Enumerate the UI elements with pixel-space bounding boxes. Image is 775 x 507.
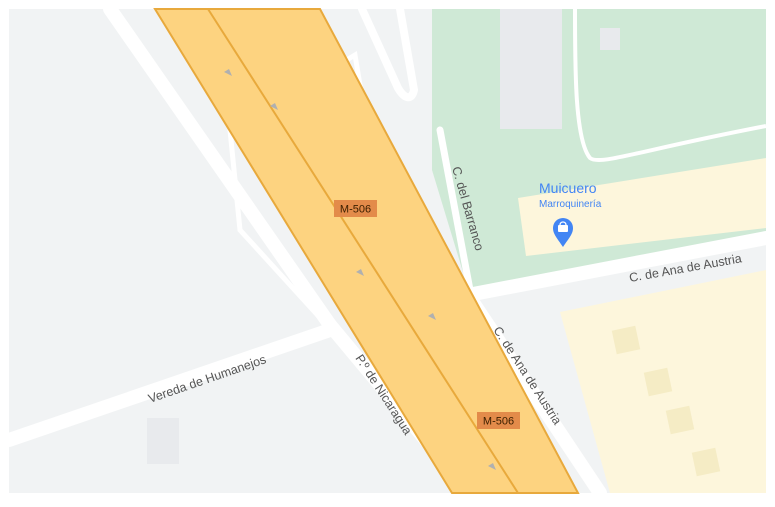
bag-handle [559, 221, 567, 226]
highway-shield-bg [334, 200, 377, 217]
service-ramp [227, 127, 325, 323]
poi-pin-marker [553, 218, 573, 247]
lane-arrow-icon [356, 269, 364, 276]
building-cell [611, 325, 641, 355]
street-c-del-barranco-road [436, 126, 474, 294]
highway-shield: M-506 [477, 412, 520, 429]
building-strip [518, 158, 766, 256]
poi-name[interactable]: Muicuero [539, 180, 597, 196]
lane-arrow-icon [428, 313, 436, 320]
park-kiosk [600, 28, 620, 50]
highway-shield-label: M-506 [483, 416, 514, 428]
poi-category: Marroquinería [539, 199, 602, 210]
lane-arrow-icon [270, 103, 278, 110]
highway-median [207, 8, 519, 494]
highway-shield-label: M-506 [340, 204, 371, 216]
building-cell [643, 367, 673, 397]
bag-body [558, 225, 568, 232]
street-vereda-de-humanejos-road [2, 323, 337, 447]
lane-arrow-icon [224, 69, 232, 76]
service-road-west [103, 2, 337, 332]
highway-shield: M-506 [334, 200, 377, 217]
building-cell [665, 405, 695, 435]
lane-arrow-icon [488, 463, 496, 470]
park-path [573, 8, 767, 163]
poi-muicuero[interactable]: Muicuero Marroquinería [539, 180, 602, 247]
curved-access-road [358, 5, 419, 102]
street-c-de-ana-de-austria-road [461, 231, 773, 302]
lane-arrows [224, 69, 496, 470]
highway-shield-bg [477, 412, 520, 429]
building-cell [691, 447, 721, 477]
park-building [500, 9, 562, 129]
highway-m-506[interactable] [153, 8, 580, 494]
shopping-bag-icon[interactable] [553, 218, 573, 247]
lot-area [147, 418, 179, 464]
